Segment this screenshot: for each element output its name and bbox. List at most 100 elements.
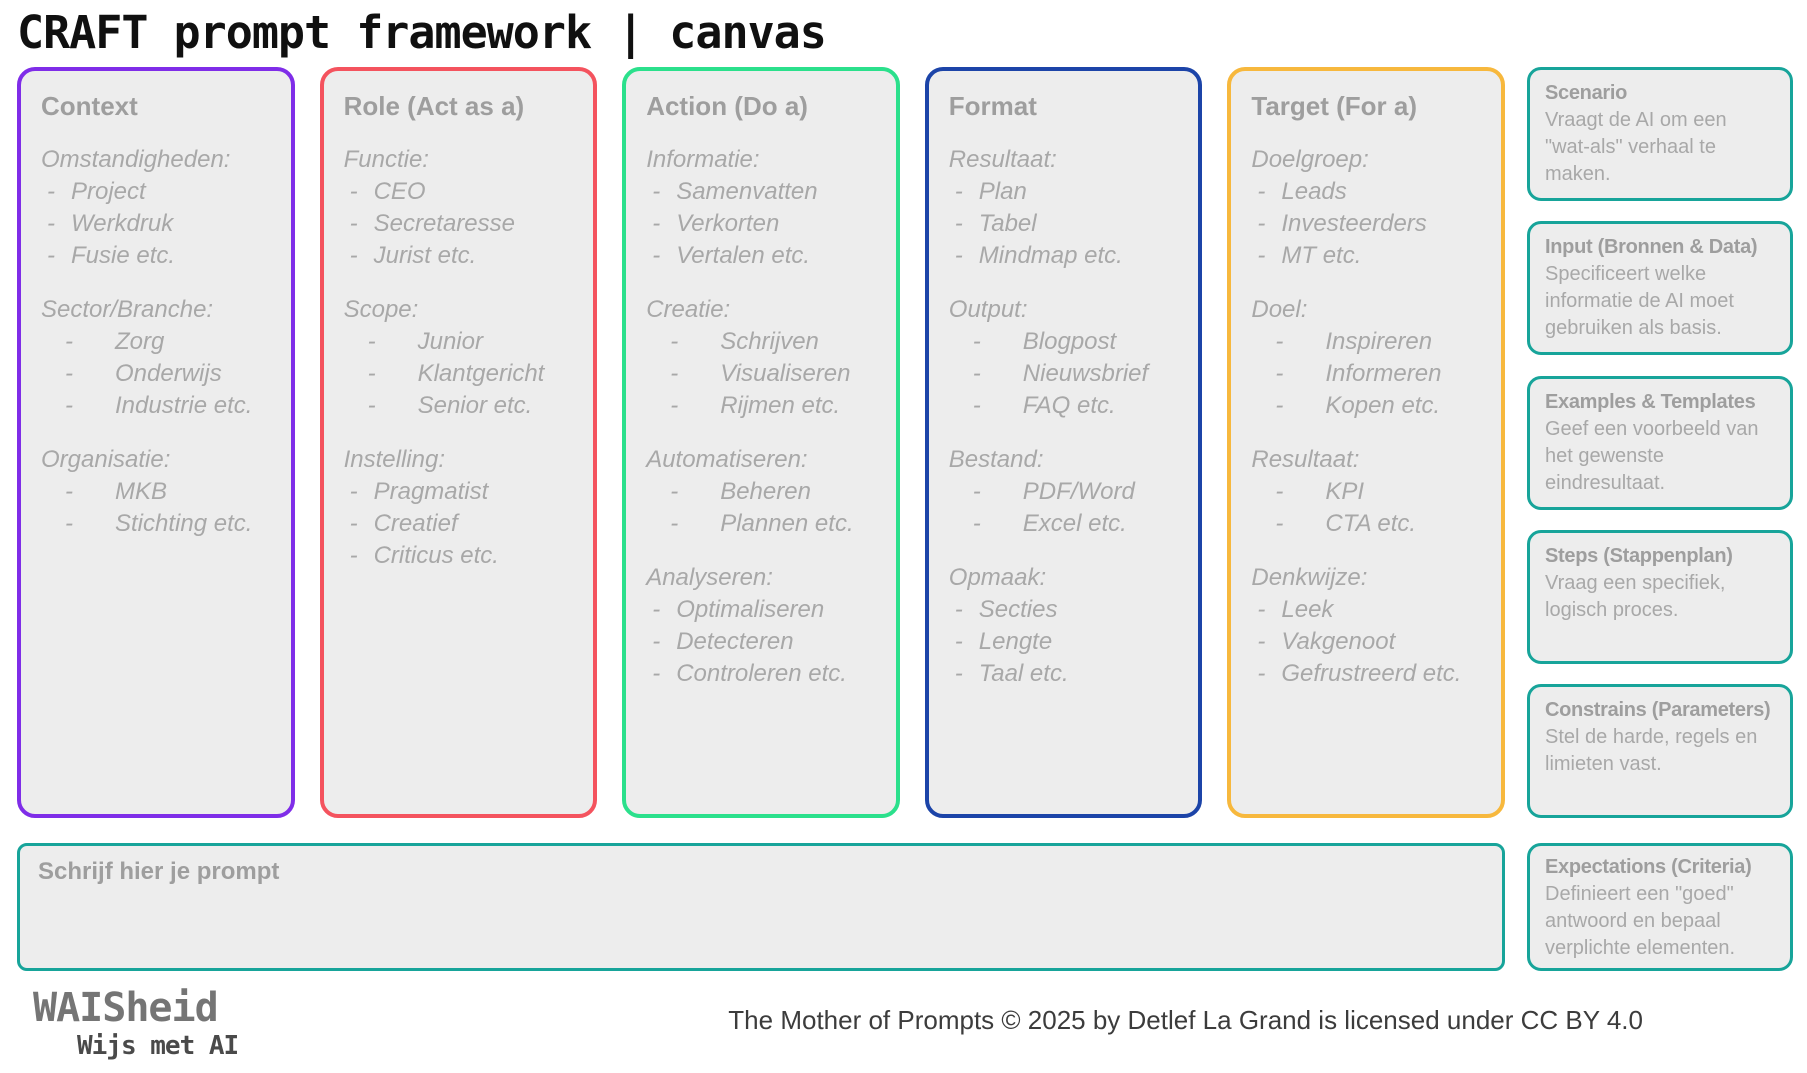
framework-column-target: Target (For a)Doelgroep:-Leads-Investeer… [1227,67,1505,818]
dash-bullet: - [367,360,376,387]
column-title: Context [41,91,138,121]
item-text: Tabel [978,210,1037,237]
list-item: -Informeren [1251,358,1483,390]
dash-bullet: - [954,660,963,687]
list-item: - Plannen etc. [646,508,878,540]
sidebar-box-title: Scenario [1545,82,1628,104]
sidebar-box-title: Expectations (Criteria) [1545,856,1752,878]
dash-bullet: - [1257,596,1266,623]
list-item: -Fusie etc. [41,240,273,272]
item-list: -Plan-Tabel-Mindmap etc. [949,176,1181,272]
dash-bullet: - [972,360,981,387]
sidebar-box-title: Constrains (Parameters) [1545,699,1771,721]
column-section: Informatie:-Samenvatten-Verkorten-Vertal… [646,144,878,272]
dash-bullet: - [954,210,963,237]
column-section: Doel:-Inspireren-Informeren-Kopen etc. [1251,294,1483,422]
section-label: Informatie: [646,146,760,173]
column-title: Role (Act as a) [343,91,525,121]
item-text: Creatief [373,510,458,537]
dash-bullet: - [1275,510,1284,537]
list-item: -Secties [949,594,1181,626]
dash-bullet: - [670,478,679,505]
item-text: Vakgenoot [1281,628,1396,655]
sidebar-box-title: Examples & Templates [1545,390,1756,413]
column-section: Bestand:-PDF/Word-Excel etc. [949,444,1181,540]
item-list: -MKB-Stichting etc. [41,476,273,540]
section-label: Output: [948,296,1028,323]
section-label: Doelgroep: [1251,146,1369,173]
dash-bullet: - [47,242,55,269]
dash-bullet: - [1257,178,1266,205]
dash-bullet: - [972,392,981,419]
dash-bullet: - [65,328,73,355]
list-item: -MT etc. [1251,240,1483,272]
dash-bullet: - [65,392,73,419]
item-text: FAQ etc. [1022,392,1116,419]
dash-bullet: - [1275,478,1284,505]
framework-column-role: Role (Act as a) Functie:-CEO-Secretaresse… [319,67,598,818]
logo-subtitle: Wijs met AI [77,1031,239,1061]
item-list: -KPI-CTA etc. [1251,476,1483,540]
column-title: Target (For a) [1251,91,1418,121]
section-label: Sector/Branche: [41,296,214,323]
item-text: Lengte [978,628,1053,655]
item-list: -Junior-Klantgericht-Senior etc. [344,326,576,422]
item-text: Verkorten [676,210,780,237]
item-text: Inspireren [1325,328,1433,355]
item-text: Zorg [115,328,165,355]
list-item: -PDF/Word [949,476,1181,508]
item-text: Detecteren [676,628,794,655]
section-label: Instelling: [343,446,445,473]
item-text: Junior [417,328,483,355]
prompt-input[interactable] [17,843,1505,971]
list-item: -Gefrustreerd etc. [1251,658,1483,690]
dash-bullet: - [349,178,358,205]
dash-bullet: - [367,328,376,355]
list-item: -Tabel [949,208,1181,240]
sidebar-box-constrains: Constrains (Parameters)Stel de harde, re… [1527,684,1793,818]
item-list: -Optimaliseren-Detecteren-Controleren et… [646,594,878,690]
section-label: Resultaat: [948,146,1057,173]
column-section: Omstandigheden:-Project-Werkdruk-Fusie e… [41,144,273,272]
expectations-cell: Expectations (Criteria)Definieert een "g… [1527,843,1793,971]
list-item: -Leads [1251,176,1483,208]
dash-bullet: - [349,542,358,569]
item-text: Kopen etc. [1325,392,1441,419]
list-item: -MKB [41,476,273,508]
list-item: -Stichting etc. [41,508,273,540]
item-list: -PDF/Word-Excel etc. [949,476,1181,540]
list-item: -Pragmatist [344,476,576,508]
column-section: Scope:-Junior-Klantgericht-Senior etc. [344,294,576,422]
dash-bullet: - [1257,242,1266,269]
dash-bullet: - [652,210,661,237]
column-section: Resultaat: -Plan-Tabel-Mindmap etc. [949,144,1181,272]
item-text: Leads [1281,178,1347,205]
column-section: Functie:-CEO-Secretaresse-Jurist etc. [344,144,576,272]
column-section: Automatiseren:-Beheren-Plannen etc. [646,444,878,540]
item-text: Secties [978,596,1058,623]
sidebar-box-expectations: Expectations (Criteria)Definieert een "g… [1527,843,1793,971]
list-item: -Vakgenoot [1251,626,1483,658]
dash-bullet: - [670,510,679,537]
dash-bullet: - [652,242,661,269]
waisheid-logo: WAISheid Wijs met AI [33,985,239,1061]
dash-bullet: - [954,242,963,269]
item-text: Rijmen etc. [720,392,841,419]
dash-bullet: - [1257,210,1266,237]
item-list: -CEO-Secretaresse-Jurist etc. [344,176,576,272]
list-item: -Samenvatten [646,176,878,208]
dash-bullet: - [349,242,358,269]
dash-bullet: - [1257,628,1266,655]
dash-bullet: - [670,392,679,419]
section-label: Organisatie: [41,446,171,473]
item-list: -Secties-Lengte-Taal etc. [949,594,1181,690]
item-text: Plannen etc. [720,510,854,537]
list-item: -Industrie etc. [41,390,273,422]
item-list: -Project-Werkdruk-Fusie etc. [41,176,273,272]
list-item: -Excel etc. [949,508,1181,540]
list-item: -CTA etc. [1251,508,1483,540]
